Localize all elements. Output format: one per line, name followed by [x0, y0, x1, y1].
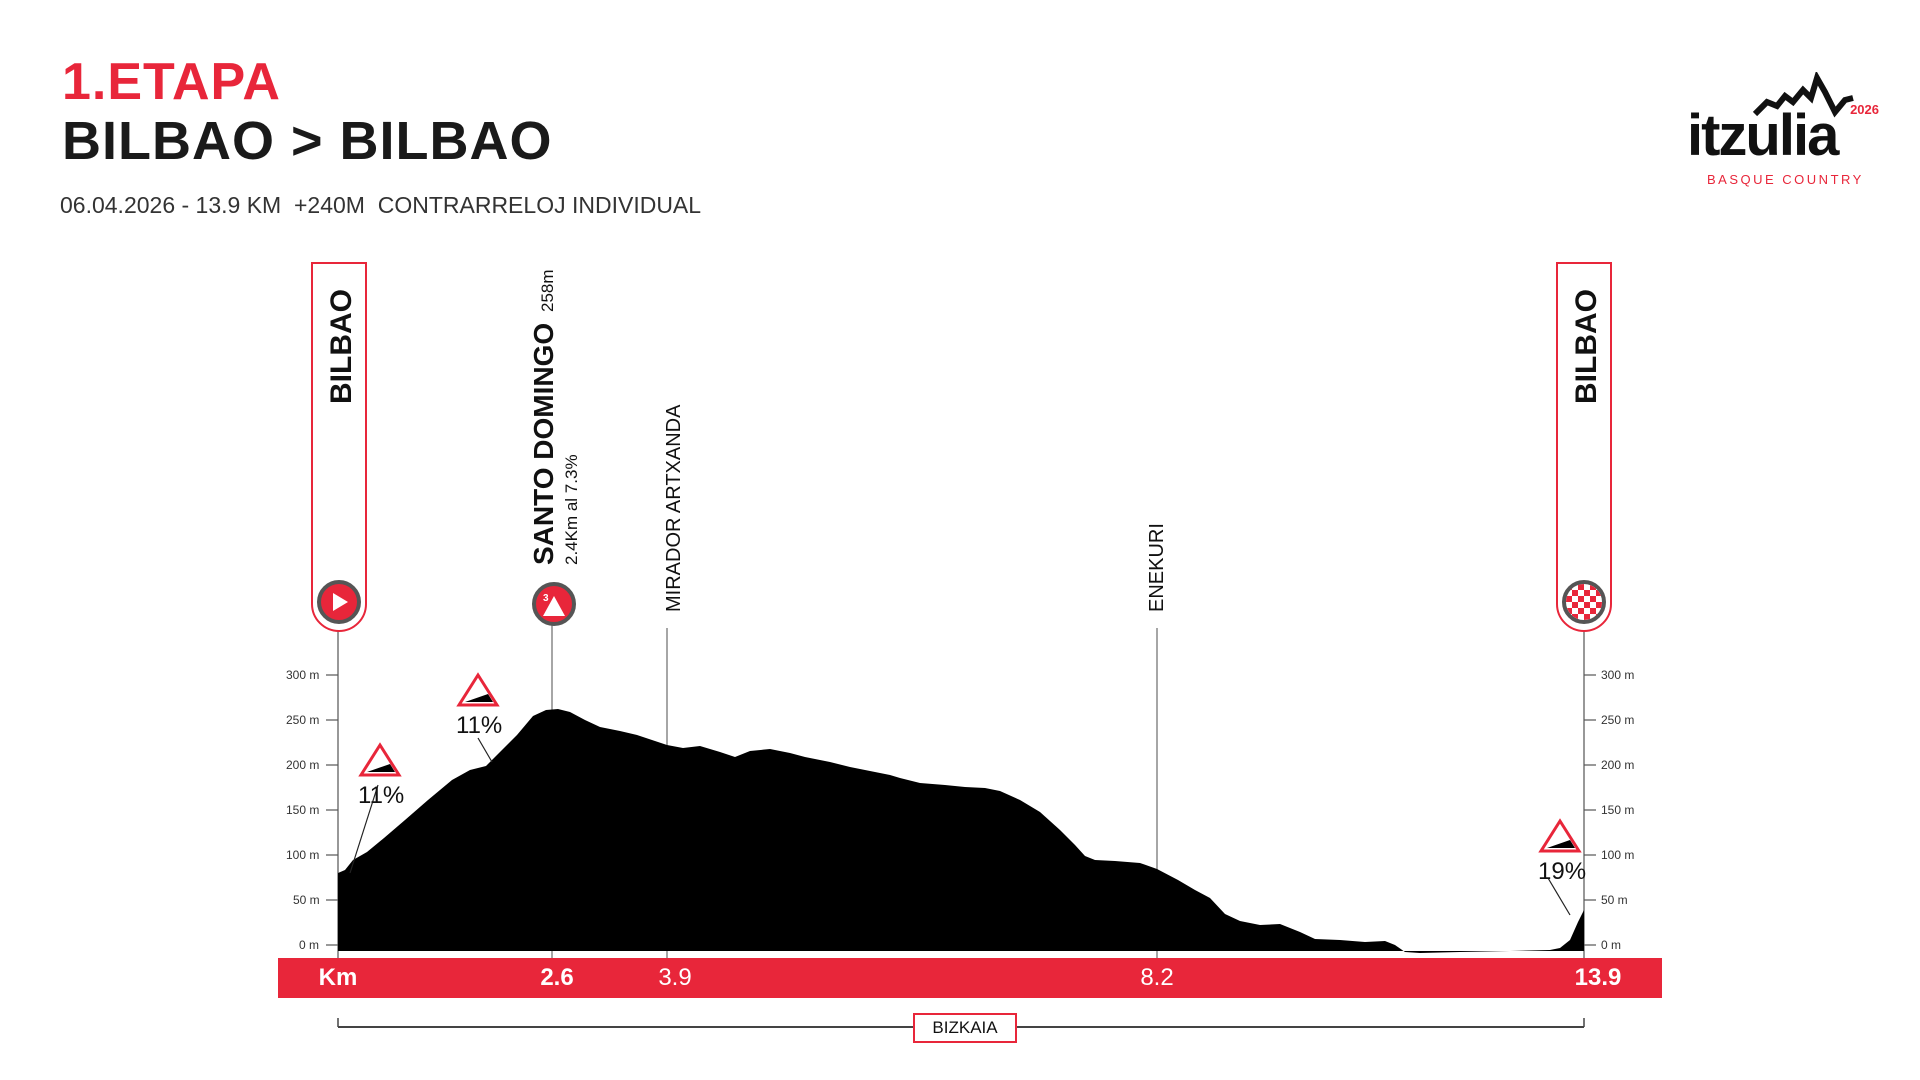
start-city-label: BILBAO [325, 289, 358, 404]
climb-detail: 2.4Km al 7.3% [562, 454, 581, 565]
y-tick-label: 50 m [293, 893, 320, 907]
elevation-area [338, 709, 1584, 953]
stage-number: 1.ETAPA [62, 53, 281, 111]
km-tick-label: 2.6 [540, 964, 574, 991]
gradient-value: 19% [1538, 858, 1587, 885]
category-3-climb-icon: 3 [532, 582, 576, 626]
gradient-pointer-line [1547, 877, 1571, 916]
steep-gradient-icon [456, 672, 500, 707]
finish-city-label: BILBAO [1570, 289, 1603, 404]
gradient-pointer-line [477, 737, 493, 763]
km-tick-label: 8.2 [1140, 964, 1174, 991]
climb-name: SANTO DOMINGO [528, 322, 559, 565]
logo-year: 2026 [1850, 102, 1879, 117]
km-tick-label: 13.9 [1574, 964, 1622, 991]
y-ticks [326, 674, 1596, 946]
y-tick-label: 250 m [1601, 713, 1635, 727]
play-icon [317, 580, 361, 624]
km-axis-bar [278, 958, 1662, 998]
gradient-badge: 11% [456, 672, 503, 739]
steep-gradient-icon [358, 742, 402, 777]
waypoint-label: ENEKURI [1146, 523, 1168, 612]
itzulia-logo: 2026 itzulia BASQUE COUNTRY [1685, 72, 1885, 192]
steep-gradient-icon [1538, 818, 1582, 853]
logo-subtitle: BASQUE COUNTRY [1707, 172, 1864, 187]
y-tick-label: 150 m [286, 803, 320, 817]
y-tick-label: 300 m [286, 668, 320, 682]
gradient-pointer-line [349, 784, 379, 874]
stage-meta: 06.04.2026 - 13.9 KM +240M CONTRARRELOJ … [60, 192, 702, 218]
y-tick-label: 250 m [286, 713, 320, 727]
gradient-value: 11% [358, 782, 405, 809]
gradient-badge: 11% [358, 742, 405, 809]
y-tick-label: 0 m [299, 938, 320, 952]
checkered-flag-icon [1562, 580, 1606, 624]
y-tick-label: 300 m [1601, 668, 1635, 682]
waypoint-label: MIRADOR ARTXANDA [663, 404, 685, 612]
start-banner: BILBAO [311, 262, 367, 632]
svg-text:3: 3 [543, 593, 549, 604]
y-tick-label: 100 m [1601, 848, 1635, 862]
km-axis-label: Km [318, 964, 358, 991]
logo-wordmark: itzulia [1687, 103, 1839, 168]
climb-altitude: 258m [538, 269, 557, 312]
km-tick-label: 3.9 [658, 964, 692, 991]
finish-banner: BILBAO [1556, 262, 1612, 632]
y-tick-label: 0 m [1601, 938, 1622, 952]
stage-route: BILBAO > BILBAO [62, 111, 553, 171]
y-tick-label: 200 m [1601, 758, 1635, 772]
region-label: BIZKAIA [913, 1013, 1017, 1043]
gradient-value: 11% [456, 712, 503, 739]
y-tick-label: 200 m [286, 758, 320, 772]
y-tick-label: 50 m [1601, 893, 1628, 907]
y-tick-label: 150 m [1601, 803, 1635, 817]
gradient-badge: 19% [1538, 818, 1587, 885]
mountain-icon [1752, 72, 1854, 118]
y-tick-label: 100 m [286, 848, 320, 862]
